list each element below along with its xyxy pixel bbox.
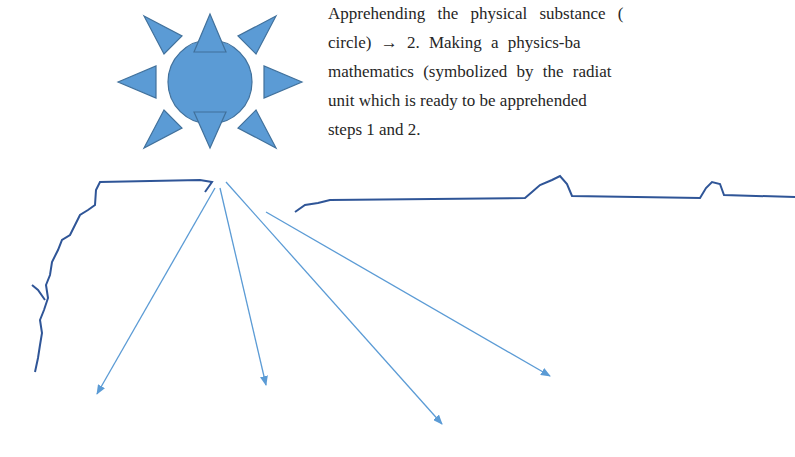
- coastline: [32, 176, 795, 372]
- radiation-arrows: [97, 182, 550, 424]
- sun-symbol: [118, 14, 302, 148]
- paragraph-line: steps 1 and 2.: [328, 120, 421, 140]
- paragraph-line: Apprehending the physical substance (: [328, 4, 623, 24]
- paragraph-line: mathematics (symbolized by the radiat: [328, 62, 611, 82]
- paragraph-line: unit which is ready to be apprehended: [328, 91, 587, 111]
- paragraph-line: circle) → 2. Making a physics-ba: [328, 33, 581, 53]
